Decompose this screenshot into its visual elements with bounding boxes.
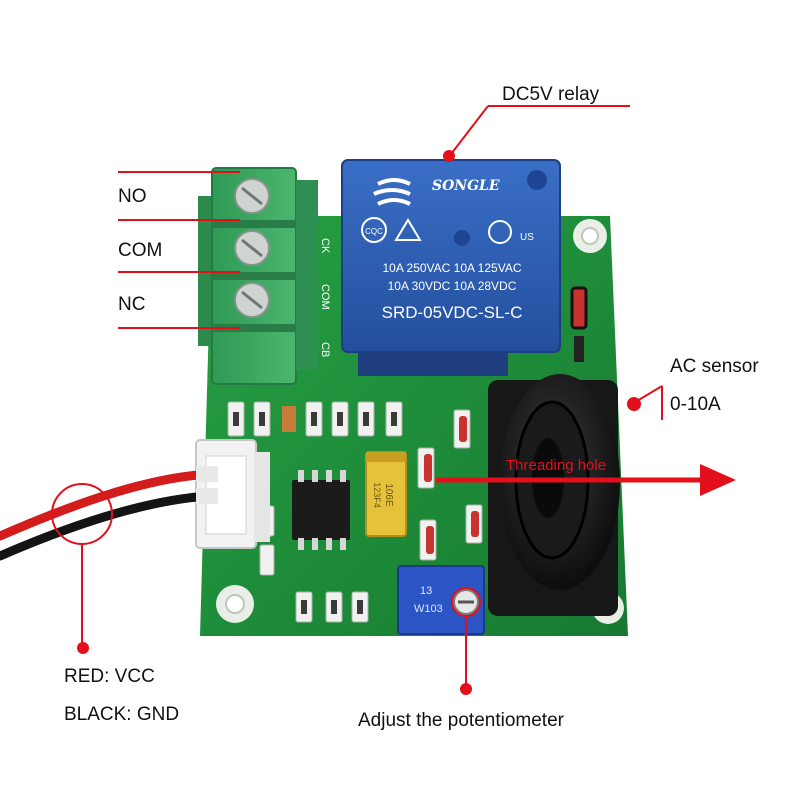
- ac-current-sensor: [488, 374, 620, 616]
- ul-cert-icon: US: [488, 220, 534, 244]
- capacitor-code: 106E: [383, 483, 394, 507]
- silk-cb: CB: [319, 342, 331, 357]
- black-wire-label: BLACK: GND: [64, 704, 180, 725]
- ic-chip: [292, 470, 350, 550]
- relay-label: DC5V relay: [502, 84, 600, 105]
- relay-spec-2: 10A 30VDC 10A 28VDC: [388, 279, 517, 293]
- potentiometer-callout: [451, 587, 481, 695]
- terminal-screw-icon[interactable]: [234, 178, 270, 214]
- terminal-no-label: NO: [118, 186, 147, 207]
- terminal-callout-lines: [118, 171, 240, 329]
- cqc-cert-icon: CQC: [361, 217, 422, 243]
- threading-hole-label: Threading hole: [506, 457, 606, 474]
- songle-logo-icon: [373, 178, 411, 206]
- relay-brand: SONGLE: [432, 178, 500, 194]
- potentiometer-label: Adjust the potentiometer: [358, 710, 564, 731]
- terminal-com-label: COM: [118, 240, 163, 261]
- sensor-callout: [627, 385, 663, 420]
- cqc-text: CQC: [365, 227, 383, 236]
- threading-arrow: [436, 464, 736, 496]
- us-text: US: [520, 232, 534, 243]
- silk-ck: CK: [319, 238, 331, 254]
- pot-code-2: W103: [414, 603, 443, 615]
- red-wire-label: RED: VCC: [64, 666, 155, 687]
- capacitor-code-2: 123F4: [372, 482, 382, 508]
- terminal-screw-icon[interactable]: [234, 282, 270, 318]
- relay-model: SRD-05VDC-SL-C: [382, 303, 523, 322]
- terminal-nc-label: NC: [118, 294, 146, 315]
- tantalum-capacitor: 106E 123F4: [365, 451, 407, 537]
- wire-callout: [51, 483, 113, 654]
- relay: SONGLE CQC US 10A 250VAC 10A 125VAC 10A …: [341, 159, 561, 376]
- silk-com: COM: [319, 284, 331, 310]
- sensor-range-label: 0-10A: [670, 394, 721, 415]
- relay-spec-1: 10A 250VAC 10A 125VAC: [383, 261, 522, 275]
- power-wires: [0, 466, 218, 561]
- terminal-block: CK COM CB: [198, 167, 331, 385]
- pot-code: 13: [420, 585, 432, 597]
- relay-callout: [443, 105, 630, 162]
- terminal-screw-icon[interactable]: [234, 230, 270, 266]
- potentiometer[interactable]: 13 W103: [397, 565, 485, 635]
- sensor-label: AC sensor: [670, 356, 759, 377]
